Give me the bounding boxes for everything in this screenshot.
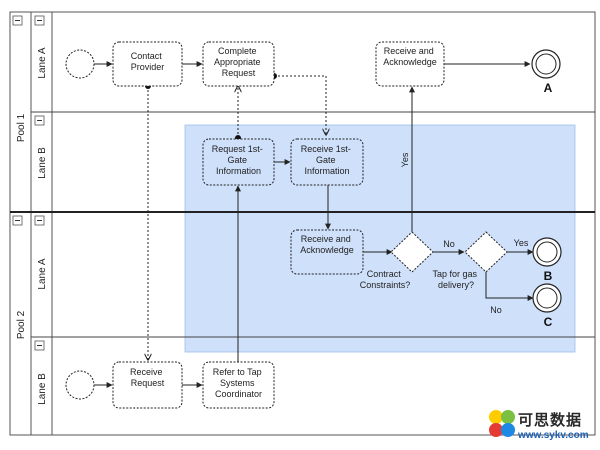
collapse-icon[interactable]	[34, 215, 45, 226]
task-contact-provider[interactable]: Contact Provider	[112, 41, 183, 87]
logo-icon	[489, 410, 515, 437]
collapse-icon[interactable]	[34, 15, 45, 26]
task-refer-to-tap-systems[interactable]: Refer to Tap Systems Coordinator	[202, 361, 275, 409]
svg-text:Refer to Tap Systems: Refer to Tap Systems Coordinator	[213, 367, 264, 399]
watermark-logo: 可思数据 www.sykv.com	[488, 409, 598, 447]
start-event[interactable]	[65, 370, 95, 400]
pool-label: Pool 2	[16, 310, 27, 339]
svg-text:Receive and Acknowledge: Receive and Acknowledge	[383, 46, 437, 67]
collapse-icon[interactable]	[34, 340, 45, 351]
gateway-label: Contract Constraints?	[360, 269, 411, 290]
end-event-label: B	[544, 269, 553, 283]
end-event-b[interactable]	[532, 237, 562, 267]
collapse-icon[interactable]	[34, 115, 45, 126]
lane-label: Lane B	[37, 147, 48, 179]
end-event-label: A	[544, 81, 553, 95]
svg-text:Receive 1st- Gate: Receive 1st- Gate Information	[301, 144, 354, 176]
flow-label-yes: Yes	[514, 238, 529, 248]
task-receive-acknowledge-1[interactable]: Receive and Acknowledge	[375, 41, 445, 87]
task-request-1st-gate[interactable]: Request 1st- Gate Information	[202, 138, 275, 186]
end-event-label: C	[544, 315, 553, 329]
end-event-a[interactable]	[531, 49, 561, 79]
task-receive-acknowledge-2[interactable]: Receive and Acknowledge	[290, 229, 364, 275]
svg-text:Contact Provider: Contact Provider	[131, 51, 165, 72]
svg-text:Request 1st- Gate: Request 1st- Gate Information	[212, 144, 266, 176]
flow-label-no: No	[490, 305, 502, 315]
collapse-icon[interactable]	[12, 15, 23, 26]
svg-text:Complete Appropriate: Complete Appropriate Request	[214, 46, 263, 78]
diagram-frame	[9, 11, 596, 436]
collapse-icon[interactable]	[12, 215, 23, 226]
task-complete-appropriate-request[interactable]: Complete Appropriate Request	[202, 41, 275, 87]
gateway-label: Tap for gas delivery?	[432, 269, 479, 290]
gateway-tap-gas[interactable]	[464, 231, 508, 273]
flow-label-no: No	[443, 239, 455, 249]
svg-text:Receive and Acknowledge: Receive and Acknowledge	[300, 234, 354, 255]
watermark-title: 可思数据	[518, 411, 583, 429]
start-event[interactable]	[65, 49, 95, 79]
task-receive-request[interactable]: Receive Request	[112, 361, 183, 409]
gateway-contract-constraints[interactable]	[390, 231, 434, 273]
lane-label: Lane A	[37, 258, 48, 289]
pool-label: Pool 1	[16, 113, 27, 142]
watermark-url: www.sykv.com	[518, 430, 589, 441]
lane-label: Lane B	[37, 373, 48, 405]
flow-lines	[94, 61, 534, 388]
end-event-c[interactable]	[532, 283, 562, 313]
lane-label: Lane A	[37, 47, 48, 78]
flow-label-yes: Yes	[400, 152, 410, 167]
svg-text:Receive Request: Receive Request	[130, 367, 165, 388]
task-receive-1st-gate[interactable]: Receive 1st- Gate Information	[290, 138, 364, 186]
